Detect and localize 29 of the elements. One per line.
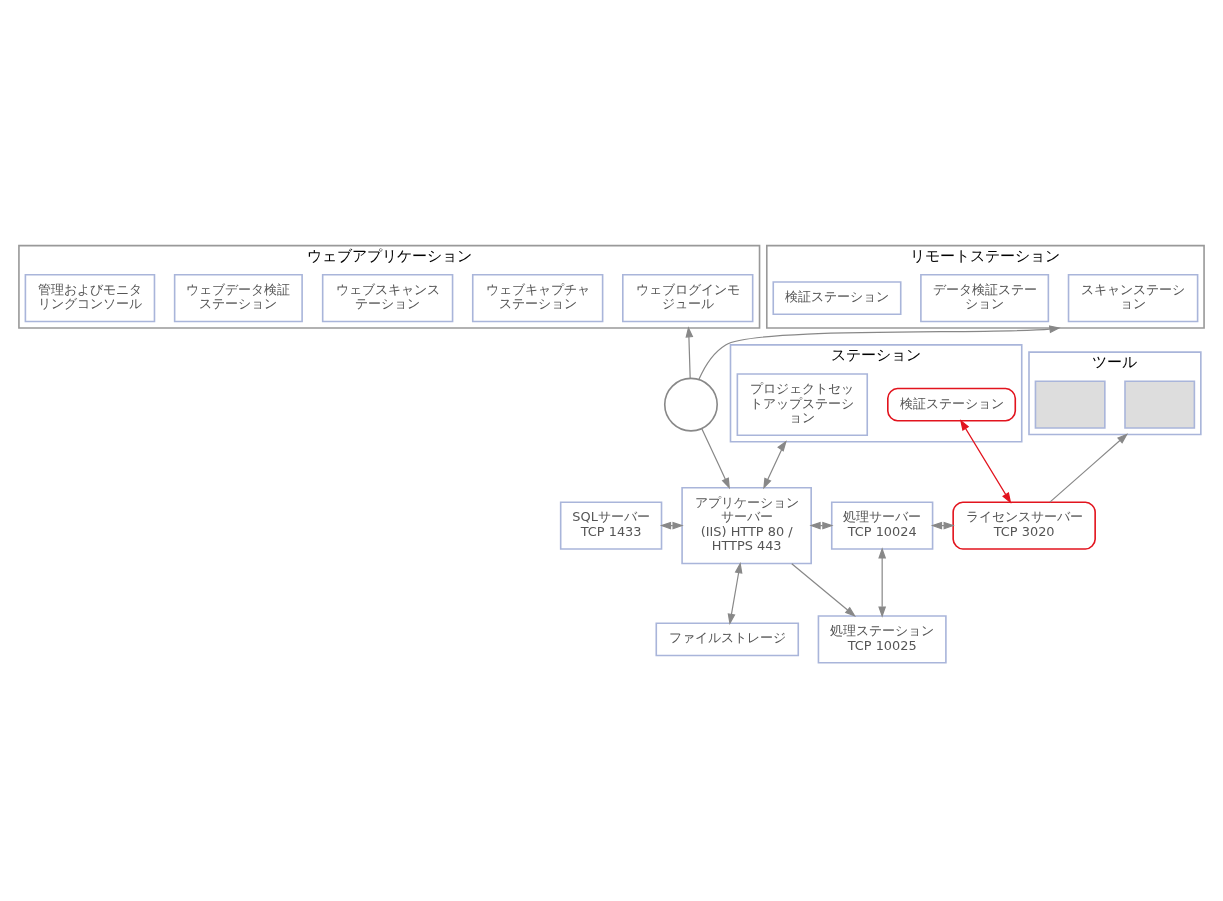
node-box: ファイルストレージ (655, 621, 800, 656)
arrow (959, 418, 1012, 504)
node-circle (663, 377, 718, 432)
node-box: 処理ステーション TCP 10025 (817, 614, 947, 664)
node-box: ライセンスサーバー TCP 3020 (952, 500, 1096, 550)
arrow (791, 562, 857, 617)
arrow (763, 439, 787, 489)
arrow (698, 324, 1061, 380)
node-box: 処理サーバー TCP 10024 (830, 500, 934, 550)
node-box (1034, 379, 1106, 429)
node-box: ウェブキャプチャステーション (471, 273, 604, 322)
arrow (701, 427, 730, 489)
node-box: 管理およびモニタリングコンソール (24, 273, 156, 322)
cluster: ツール (1028, 350, 1202, 435)
node-box: プロジェクトセットアップステーション (736, 372, 869, 436)
arrow (878, 546, 887, 618)
arrow (1049, 432, 1129, 503)
node-box: 検証ステーション (887, 387, 1017, 422)
node-box: アプリケーションサーバー (IIS) HTTP 80 / HTTPS 443 (681, 486, 812, 564)
node-box: ウェブスキャンステーション (321, 273, 454, 322)
node-box: SQLサーバー TCP 1433 (559, 500, 663, 550)
node-box: スキャンステーション (1067, 273, 1199, 322)
node-box: 検証ステーション (772, 280, 902, 315)
node-box: ウェブログインモジュール (622, 273, 754, 322)
node-box (1124, 379, 1196, 429)
arrow (727, 561, 743, 625)
arrow (685, 325, 694, 379)
node-box: ウェブデータ検証ステーション (173, 273, 303, 322)
node-box: データ検証ステーション (920, 273, 1050, 322)
